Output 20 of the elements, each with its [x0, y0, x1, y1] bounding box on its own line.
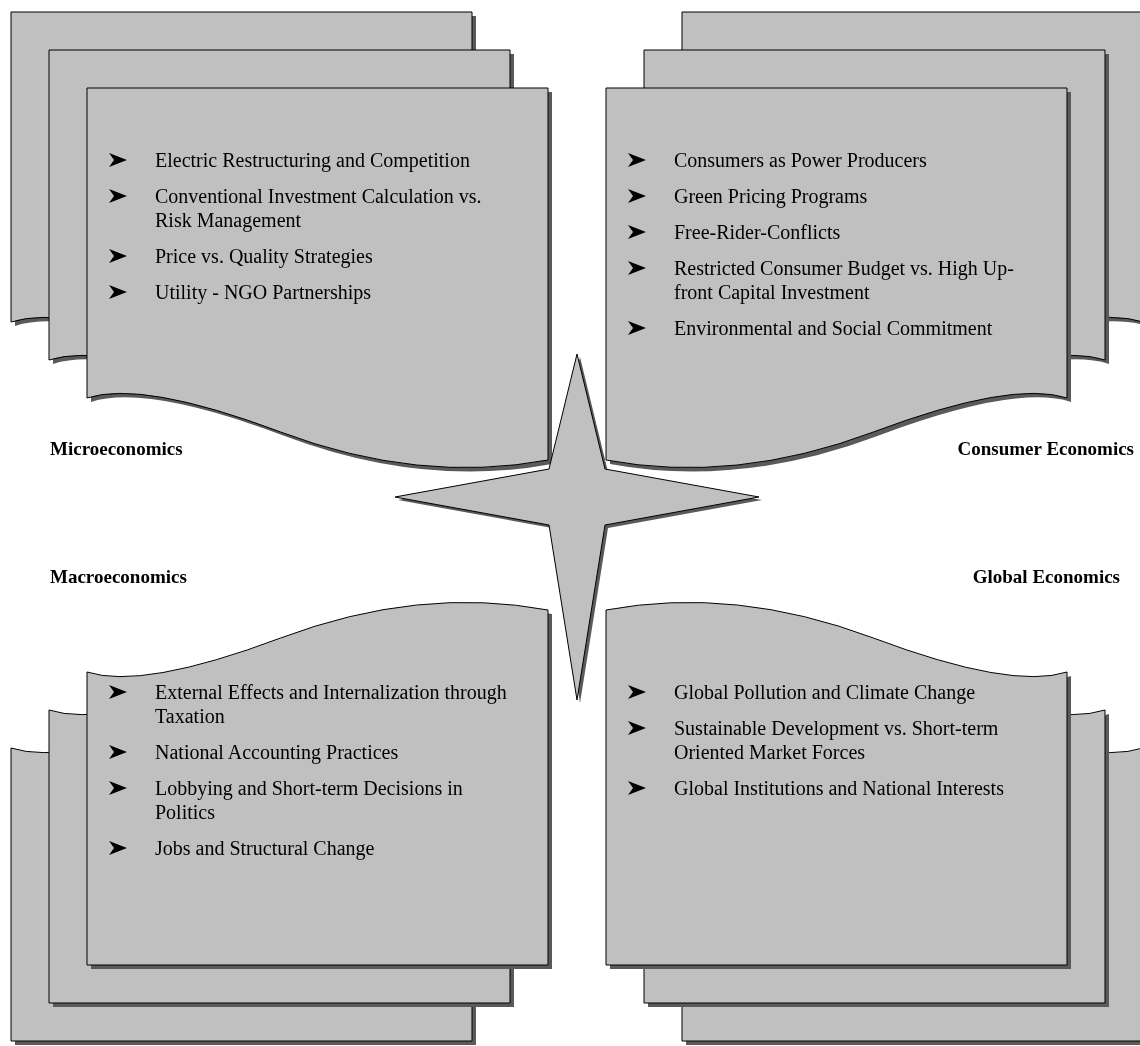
- quadrant-heading: Microeconomics: [50, 438, 183, 460]
- bullet-text: Conventional Investment Calculation vs. Risk Management: [155, 184, 483, 232]
- bullet-text: Global Institutions and National Interests: [674, 776, 1004, 800]
- bullet-text: Free-Rider-Conflicts: [674, 220, 841, 244]
- bullet-text: Restricted Consumer Budget vs. High Up-front Capital Investment: [674, 256, 1015, 304]
- bullet-text: Global Pollution and Climate Change: [674, 680, 976, 704]
- bullet-text: External Effects and Internalization through Taxation: [155, 680, 508, 728]
- bullet-text: Electric Restructuring and Competition: [155, 148, 470, 172]
- bullet-text: Lobbying and Short-term Decisions in Politics: [155, 776, 464, 824]
- bullet-text: Environmental and Social Commitment: [674, 316, 993, 340]
- bullet-text: Price vs. Quality Strategies: [155, 244, 373, 268]
- bullet-text: Consumers as Power Producers: [674, 148, 927, 172]
- quadrant-heading: Macroeconomics: [50, 566, 187, 588]
- bullet-text: Green Pricing Programs: [674, 184, 868, 208]
- bullet-text: Jobs and Structural Change: [155, 836, 375, 860]
- quadrant-heading: Consumer Economics: [957, 438, 1134, 460]
- bullet-text: Sustainable Development vs. Short-term Oriented Market Forces: [674, 716, 1000, 764]
- quadrant-heading: Global Economics: [972, 566, 1120, 588]
- bullet-text: National Accounting Practices: [155, 740, 399, 764]
- bullet-text: Utility - NGO Partnerships: [155, 280, 372, 304]
